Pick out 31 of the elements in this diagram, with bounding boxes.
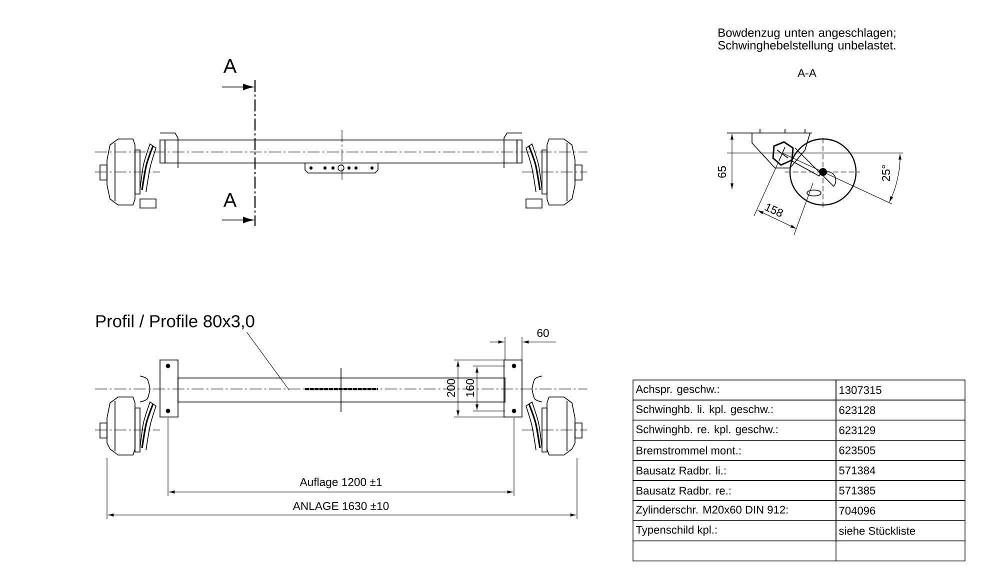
table-cell: 571384 <box>836 460 966 481</box>
table-cell: 704096 <box>836 500 966 522</box>
table-cell: Schwinghb. li. kpl. geschw.: <box>632 400 836 421</box>
dimension-text: Auflage 1200 ±1 <box>300 478 382 488</box>
dimension-text: 200 <box>447 379 455 397</box>
table-cell: Bausatz Radbr. re.: <box>632 480 836 501</box>
dimension-text: 160 <box>466 379 474 397</box>
view-label: A-A <box>798 69 816 77</box>
table-cell: Typenschild kpl.: <box>632 520 836 542</box>
section-letter: A <box>223 193 237 207</box>
dimension-text: ANLAGE 1630 ±10 <box>292 502 389 510</box>
table-cell: Bausatz Radbr. li.: <box>632 460 836 481</box>
table-cell: 1307315 <box>836 380 966 400</box>
table-cell: Bremstrommel mont.: <box>632 440 836 461</box>
callout-text: Profil / Profile 80x3,0 <box>96 314 254 330</box>
table-cell: 623129 <box>836 420 966 441</box>
leader-line <box>246 332 290 390</box>
dimension-text: 158 <box>764 204 783 217</box>
table-cell: 571385 <box>836 480 966 501</box>
table-cell: 623128 <box>836 400 966 421</box>
dimension-text: 60 <box>537 329 549 337</box>
dimension-text: 25° <box>882 165 890 181</box>
table-cell: Achspr. geschw.: <box>632 380 836 400</box>
table-cell: Zylinderschr. M20x60 DIN 912: <box>632 500 836 522</box>
table-cell: 623505 <box>836 440 966 461</box>
axle-tube <box>178 378 506 402</box>
section-letter: A <box>223 59 237 73</box>
dimension-text: 65 <box>718 166 726 178</box>
note-text: Bowdenzug unten angeschlagen; Schwinghebelstellung unbelastet. <box>718 28 896 52</box>
table-cell: Schwinghb. re. kpl. geschw.: <box>632 420 836 441</box>
table-cell: siehe Stückliste <box>836 520 966 542</box>
